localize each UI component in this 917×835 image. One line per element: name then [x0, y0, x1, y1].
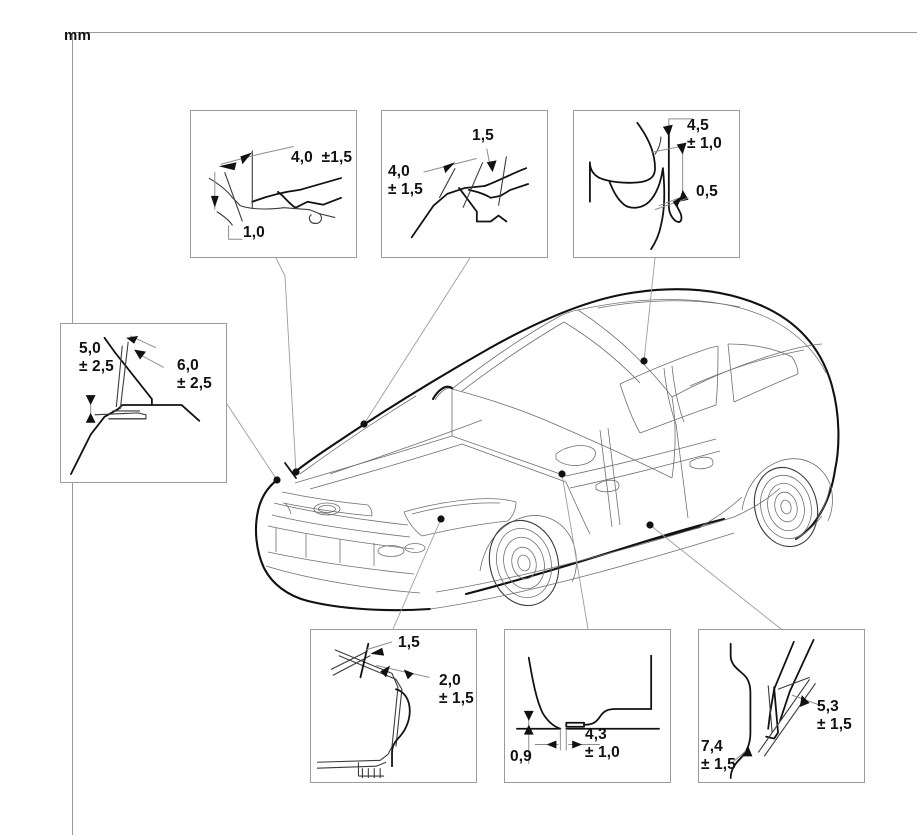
section-profile-front-panel [70, 336, 201, 475]
dimension-arrows [732, 694, 820, 763]
vehicle-side-panels [429, 423, 831, 610]
section-profile-rocker-panel [729, 638, 816, 779]
marker-headlamp [437, 515, 445, 523]
section-profile-roof-rail [589, 121, 683, 250]
marker-rocker [646, 521, 654, 529]
dimension-label: 6,0 ± 2,5 [177, 357, 212, 392]
dimension-label: 4,0 ±1,5 [291, 149, 353, 166]
marker-front-door-front [558, 470, 566, 478]
dimension-label: 0,9 [510, 748, 532, 765]
vehicle-glass-and-panels [294, 299, 827, 490]
dimension-label: 1,5 [398, 634, 420, 651]
dimension-label: 4,3 ± 1,0 [585, 726, 620, 761]
dimension-label: 5,3 ± 1,5 [817, 698, 852, 733]
callout-box-hood-fender: 1,5 4,0 ± 1,5 [381, 110, 548, 258]
dimension-label: 1,0 [243, 224, 265, 241]
vehicle-wheels [479, 458, 833, 607]
dimension-label: 1,5 [472, 127, 494, 144]
dimension-label: 0,5 [696, 183, 718, 200]
callout-box-hood-front-edge: 4,0 ±1,5 1,0 [190, 110, 357, 258]
section-profile-headlamp [316, 642, 411, 779]
vehicle-front-end [265, 491, 517, 594]
section-profile-hood-fender [410, 156, 530, 239]
dimension-label: 4,0 ± 1,5 [388, 163, 423, 198]
dimension-arrows [210, 146, 294, 240]
dimension-label: 7,4 ± 1,5 [701, 738, 736, 773]
dimension-arrows [366, 641, 430, 680]
callout-box-sill-step: 0,9 4,3 ± 1,0 [504, 629, 671, 783]
section-profile-hood-front-edge [208, 150, 342, 226]
unit-label: mm [64, 27, 92, 44]
marker-cowl [360, 420, 368, 428]
callout-box-headlamp: 1,5 2,0 ± 1,5 [310, 629, 477, 783]
marker-hood-front-right [292, 468, 300, 476]
dimension-arrows [423, 148, 497, 174]
dimension-label: 4,5 ± 1,0 [687, 117, 722, 152]
vehicle-body-outline [254, 288, 840, 612]
callout-box-rocker-panel: 5,3 ± 1,5 7,4 ± 1,5 [698, 629, 865, 783]
leader-lines [226, 257, 782, 630]
dimension-label: 2,0 ± 1,5 [439, 672, 474, 707]
dimension-label: 5,0 ± 2,5 [79, 340, 114, 375]
marker-hood-front-left [273, 476, 281, 484]
section-profile-sill-step [516, 654, 660, 730]
callout-box-roof-rail: 4,5 ± 1,0 0,5 [573, 110, 740, 258]
marker-dots [273, 357, 654, 529]
marker-roof-rail [640, 357, 648, 365]
dimension-arrows [523, 710, 600, 765]
callout-box-front-panel-edge: 5,0 ± 2,5 6,0 ± 2,5 [60, 323, 227, 483]
dimension-arrows [650, 118, 693, 211]
dimension-arrows [85, 335, 164, 423]
